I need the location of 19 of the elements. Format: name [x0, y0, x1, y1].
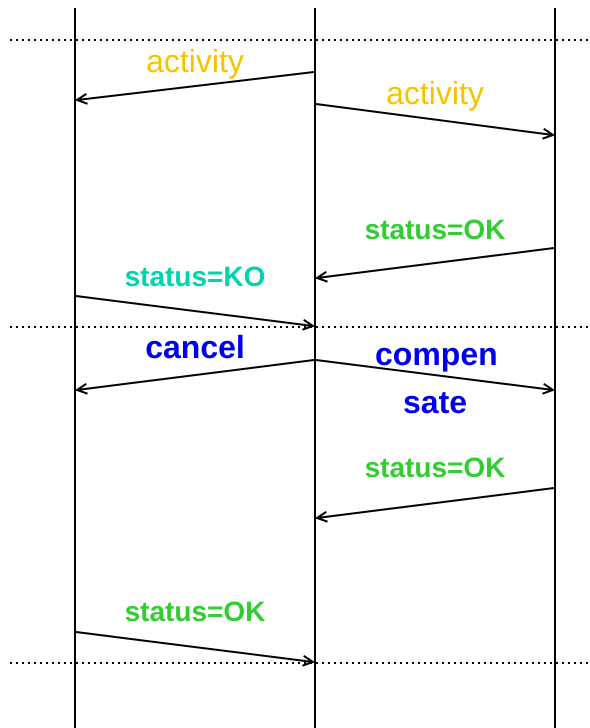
arrow	[76, 631, 314, 667]
edge-label: status=KO	[124, 262, 266, 293]
arrow	[76, 359, 314, 395]
arrow	[76, 71, 314, 105]
arrow	[316, 247, 554, 283]
edge-label: status=OK	[364, 215, 506, 246]
lifeline	[314, 8, 316, 728]
edge-label: status=OK	[364, 453, 506, 484]
arrow	[316, 487, 554, 523]
arrow	[316, 359, 554, 395]
arrow	[316, 103, 554, 140]
lifeline	[74, 8, 76, 728]
edge-label: activity	[145, 44, 245, 80]
edge-label: activity	[385, 76, 485, 112]
edge-label: cancel	[144, 330, 246, 366]
arrow	[76, 295, 314, 331]
lifeline	[554, 8, 556, 728]
edge-label: status=OK	[124, 597, 266, 628]
edge-label: compen sate	[375, 335, 495, 422]
